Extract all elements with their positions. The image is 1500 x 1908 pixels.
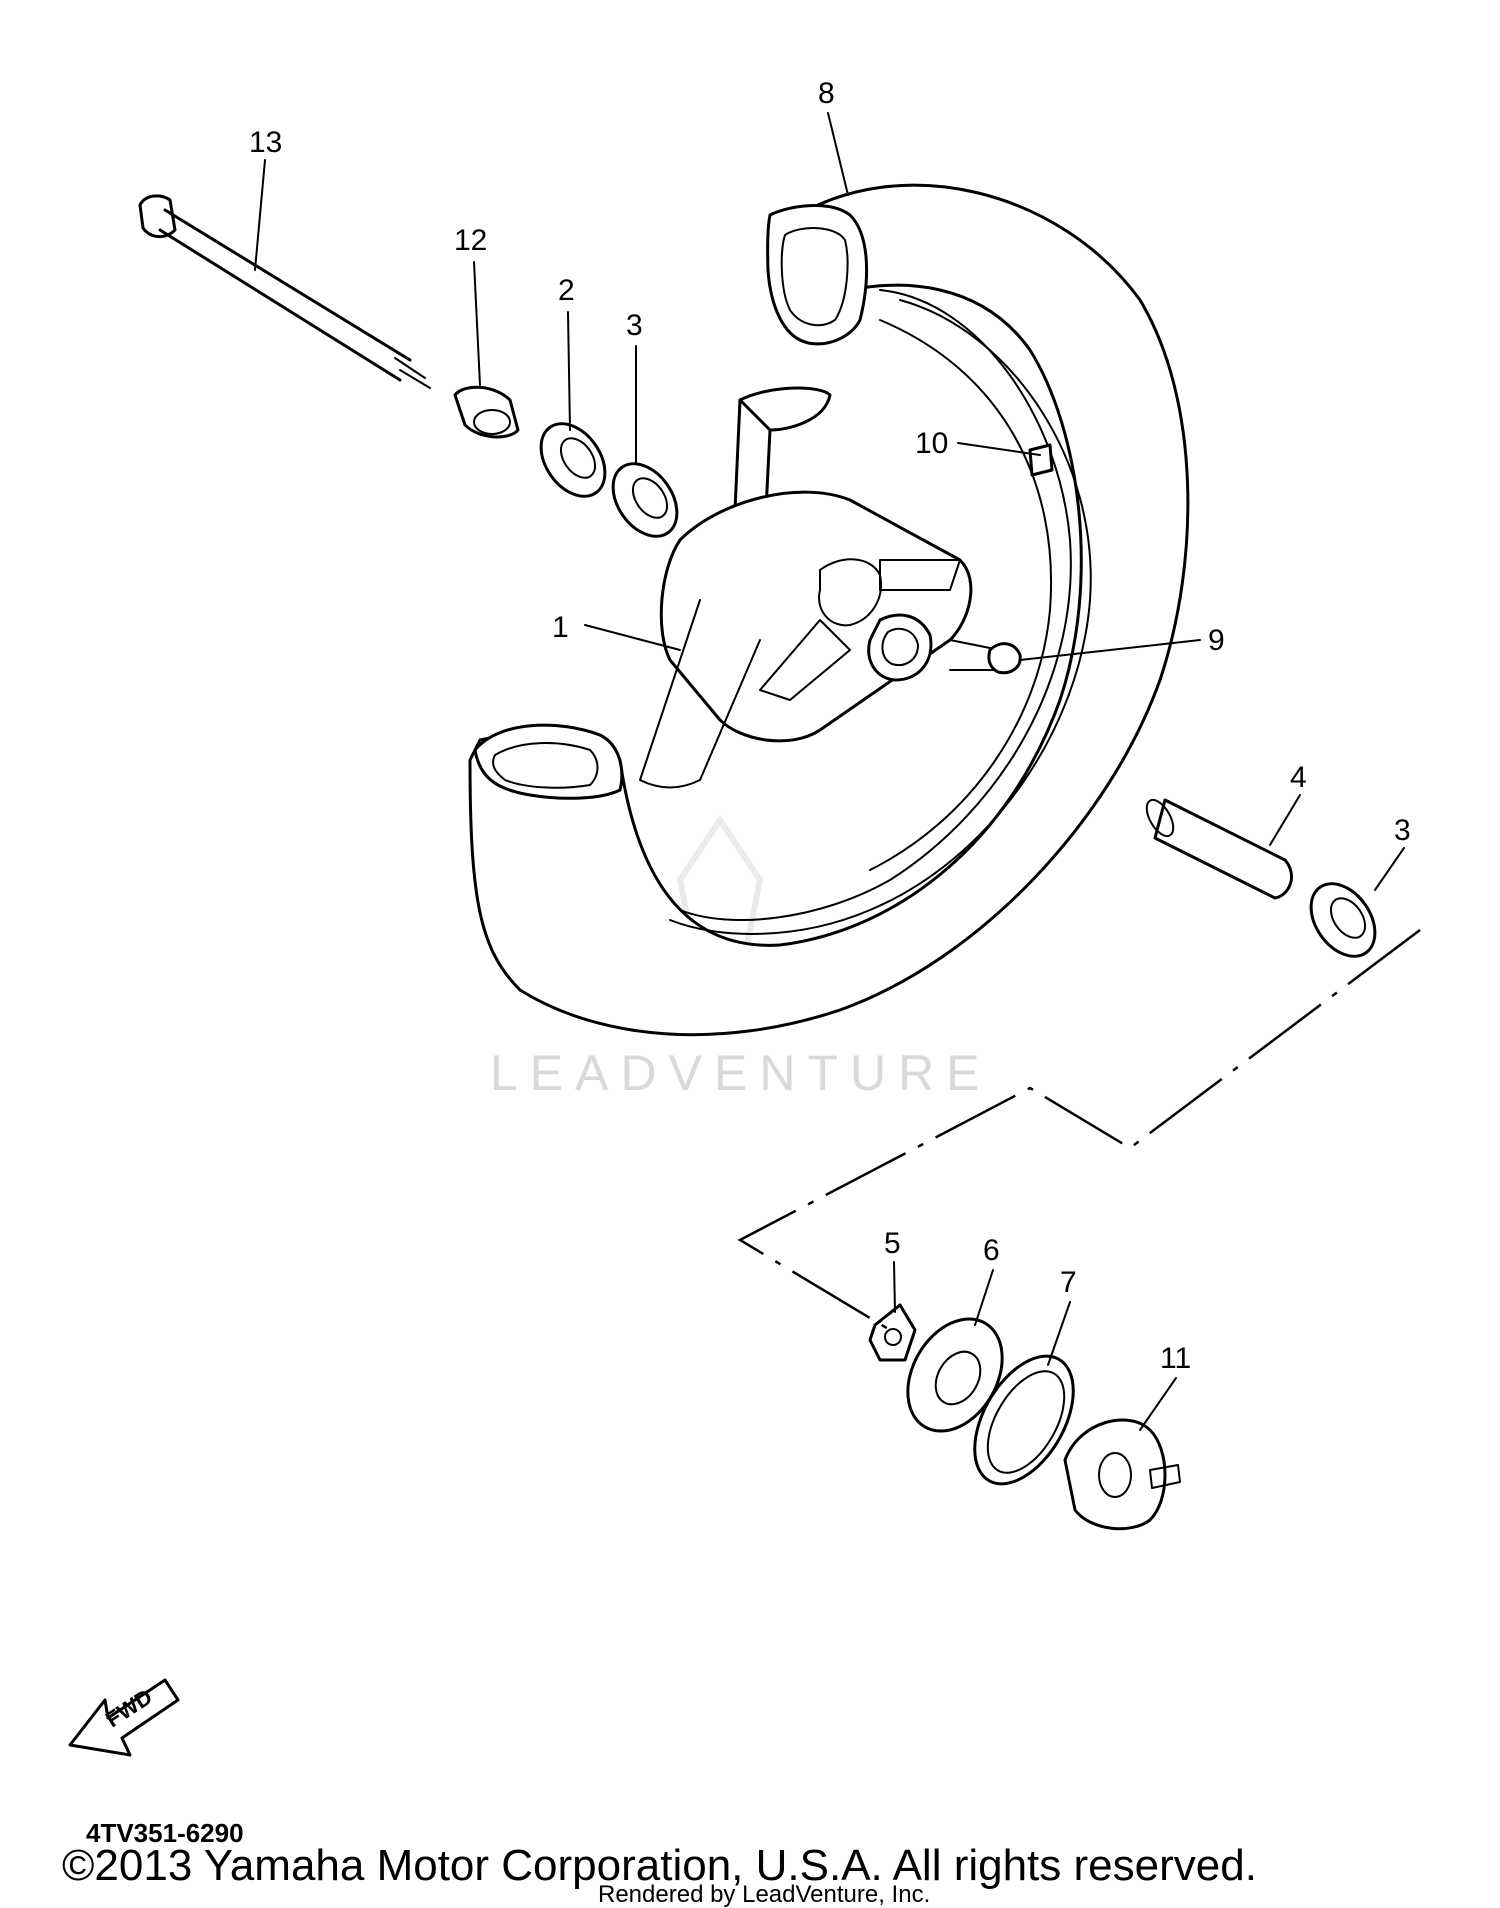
- callout-9: 9: [1208, 624, 1225, 657]
- copyright-notice: ©2013 Yamaha Motor Corporation, U.S.A. A…: [62, 1841, 1257, 1890]
- callout-11: 11: [1160, 1342, 1191, 1375]
- bolt-part-9: [987, 642, 1022, 675]
- axle-part-13: [138, 194, 431, 389]
- callout-2: 2: [558, 274, 575, 307]
- callout-4: 4: [1290, 761, 1307, 794]
- part-code: 4TV351-6290: [86, 1818, 244, 1848]
- oil-seal-part-2: [539, 422, 607, 498]
- bearing-part-3-left: [611, 462, 679, 538]
- callout-10: 10: [915, 427, 948, 460]
- callout-8: 8: [818, 77, 835, 110]
- callout-6: 6: [983, 1234, 1000, 1267]
- callout-13: 13: [249, 126, 282, 159]
- callout-3-left: 3: [626, 309, 643, 342]
- wheel-hub-part-1: [639, 386, 1011, 789]
- bearing-part-3-right: [1309, 882, 1377, 958]
- watermark-text: LEADVENTURE: [490, 1045, 992, 1101]
- valve-part-10: [1028, 443, 1054, 477]
- alignment-dashed-line: [737, 929, 1421, 1332]
- rendered-by-notice: Rendered by LeadVenture, Inc.: [598, 1881, 930, 1908]
- collar-part-12: [453, 385, 520, 439]
- callout-5: 5: [884, 1227, 901, 1260]
- gear-unit-part-11: [1063, 1418, 1181, 1531]
- forward-arrow-icon: FWD: [68, 1678, 180, 1757]
- callout-1: 1: [552, 611, 569, 644]
- spacer-part-4: [1145, 798, 1293, 900]
- retainer-part-5: [868, 1303, 917, 1362]
- callout-leaders: [254, 112, 1405, 1431]
- callout-3-right: 3: [1394, 814, 1411, 847]
- callout-7: 7: [1060, 1266, 1077, 1299]
- o-ring-part-7: [973, 1354, 1075, 1486]
- tire-part-8: [468, 183, 1190, 1037]
- callout-12: 12: [454, 224, 487, 257]
